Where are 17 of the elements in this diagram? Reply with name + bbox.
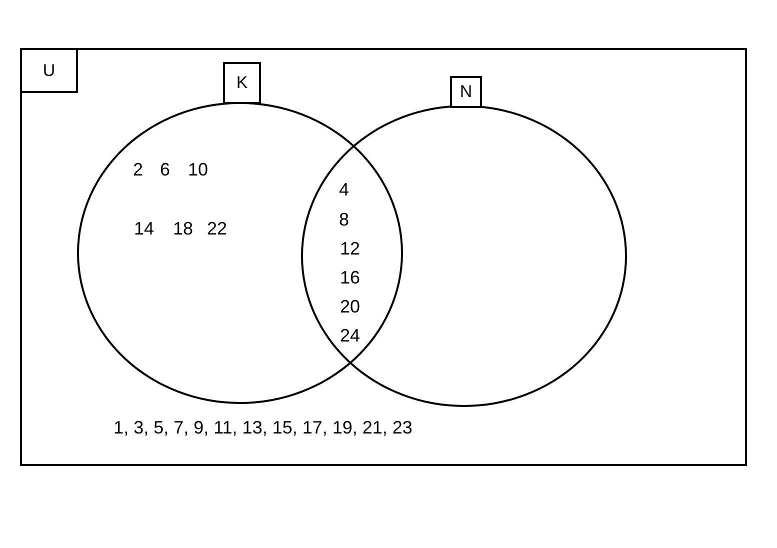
element-label: 12	[340, 238, 360, 260]
element-label: 20	[340, 296, 360, 318]
element-label: 6	[160, 160, 170, 180]
element-label: 8	[339, 210, 349, 230]
element-label: 1, 3, 5, 7, 9, 11, 13, 15, 17, 19, 21, 23	[114, 418, 412, 438]
element-label: 18	[172, 218, 194, 240]
element-label: 4	[339, 180, 349, 200]
element-label: 24	[340, 326, 360, 346]
element-label: 14	[134, 218, 154, 240]
element-label: 10	[188, 160, 208, 180]
element-label: 22	[206, 218, 228, 240]
universe-rectangle	[20, 48, 747, 466]
set-label: K	[223, 62, 261, 104]
set-label: N	[450, 76, 482, 108]
element-label: 16	[340, 268, 360, 288]
set-label: U	[20, 48, 78, 93]
element-label: 2	[133, 160, 143, 180]
